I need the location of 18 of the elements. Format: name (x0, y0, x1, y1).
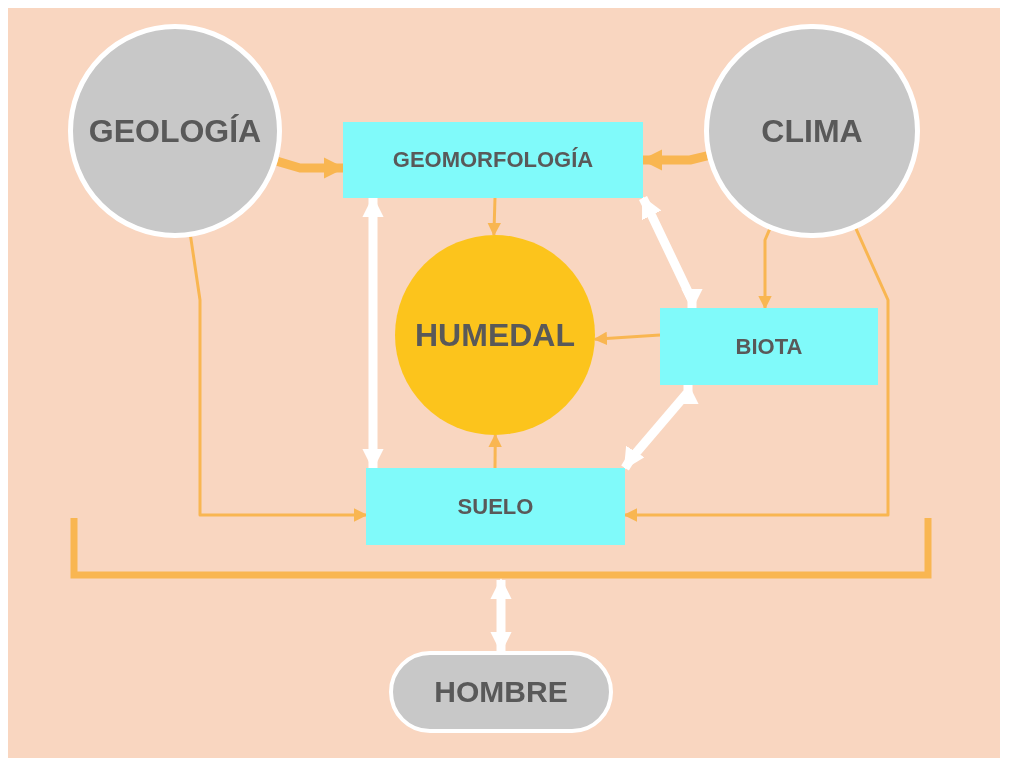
arrow (189, 236, 368, 522)
arrow (488, 433, 502, 468)
arrow (490, 577, 512, 654)
bracket (70, 518, 932, 580)
node-label: HOMBRE (434, 674, 568, 711)
node-label: BIOTA (735, 332, 803, 361)
arrow (487, 197, 501, 237)
process-box (660, 308, 878, 385)
node-label: HUMEDAL (415, 316, 575, 355)
node-label: GEOLOGÍA (88, 112, 262, 151)
process-box (366, 468, 625, 545)
node-label: GEOMORFOLOGÍA (392, 146, 594, 174)
node-label: CLIMA (761, 112, 863, 151)
arrow (593, 331, 661, 346)
arrow (638, 196, 703, 311)
arrow (758, 228, 772, 310)
process-box (343, 122, 643, 198)
node-label: SUELO (457, 492, 534, 521)
